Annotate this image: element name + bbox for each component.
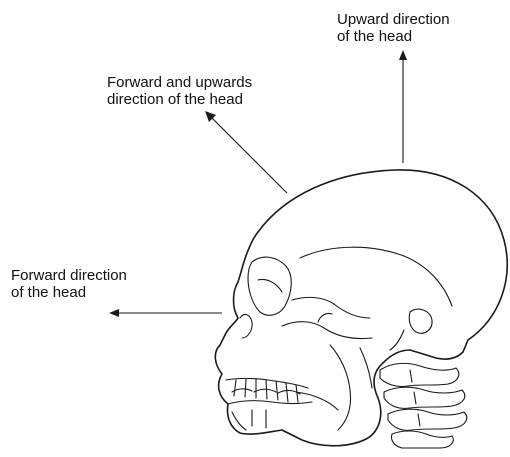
forward-upwards-label-line-2: direction of the head [107,91,252,108]
forward-upwards-direction-label: Forward and upwards direction of the hea… [107,74,252,108]
forward-upwards-arrow [205,111,287,193]
upward-arrow [399,50,407,163]
forward-direction-label: Forward direction of the head [11,267,127,301]
temporal-line [300,247,452,306]
upward-label-line-2: of the head [337,28,450,45]
nasal-cavity [240,315,252,338]
forward-label-line-2: of the head [11,284,127,301]
teeth [226,379,312,431]
forward-arrow [109,309,222,317]
zygomatic-arch [282,297,372,338]
upward-direction-label: Upward direction of the head [337,11,450,45]
cervical-vertebrae [380,363,467,448]
eye-orbit [248,257,291,315]
skull-outline [215,170,507,446]
ear-opening [390,309,432,350]
forward-label-line-1: Forward direction [11,267,127,284]
upward-label-line-1: Upward direction [337,11,450,28]
forward-upwards-label-line-1: Forward and upwards [107,74,252,91]
